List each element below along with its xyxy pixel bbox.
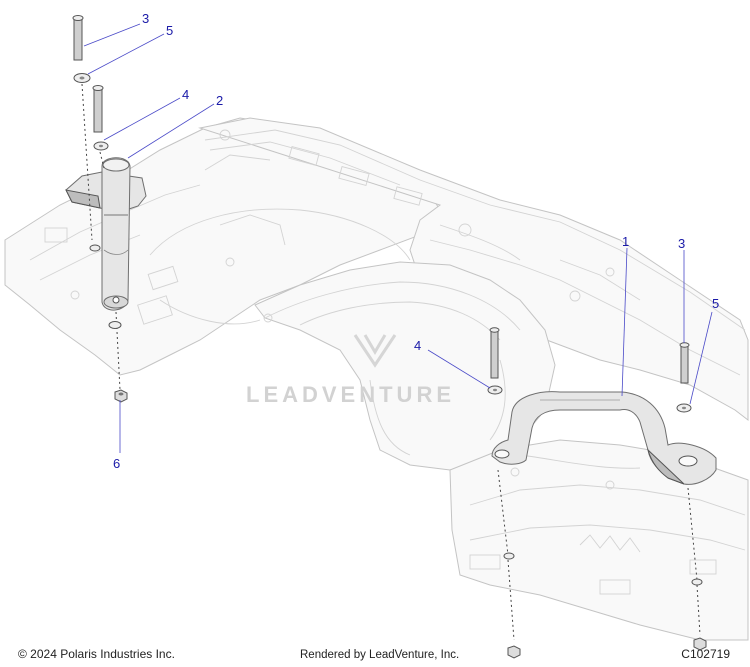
callout-2: 2 xyxy=(216,93,223,108)
diagram-id: C102719 xyxy=(681,647,730,661)
grab-handle-right xyxy=(491,391,717,485)
callout-leaders xyxy=(83,23,713,453)
nut-left xyxy=(114,389,128,403)
center-fastener-stack xyxy=(487,327,521,659)
rendered-by-text: Rendered by LeadVenture, Inc. xyxy=(300,649,460,661)
bolt-center xyxy=(490,329,499,379)
grab-handle-left xyxy=(65,157,147,311)
leadventure-watermark: LEADVENTURE xyxy=(246,334,455,407)
callout-4-center: 4 xyxy=(414,338,421,353)
callout-3-right: 3 xyxy=(678,236,685,251)
callout-5-left: 5 xyxy=(166,23,173,38)
callout-6: 6 xyxy=(113,456,120,471)
nut-right xyxy=(693,637,707,651)
left-fastener-stack xyxy=(72,15,128,403)
callout-3-left: 3 xyxy=(142,11,149,26)
copyright-text: © 2024 Polaris Industries Inc. xyxy=(18,647,175,661)
nut-center xyxy=(507,645,521,659)
watermark-text: LEADVENTURE xyxy=(246,382,455,407)
callout-5-right: 5 xyxy=(712,296,719,311)
bolt-long-left xyxy=(73,17,83,61)
bolt-right xyxy=(680,344,689,384)
callout-1: 1 xyxy=(622,234,629,249)
callout-numbers: 3 5 4 2 6 4 1 3 5 xyxy=(113,11,719,471)
bolt-short-left xyxy=(93,87,103,133)
callout-4-left: 4 xyxy=(182,87,189,102)
right-fastener-stack xyxy=(676,342,707,651)
